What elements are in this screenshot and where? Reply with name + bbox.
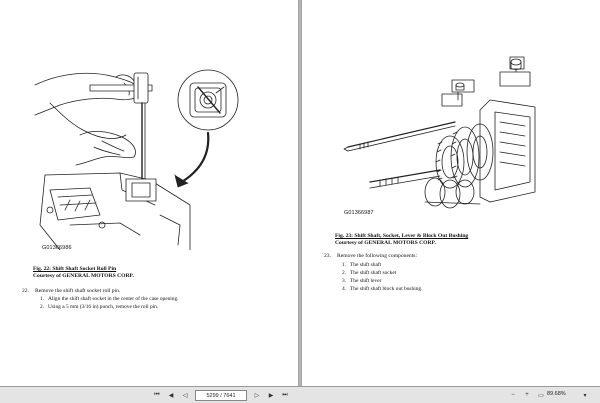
zoom-out-button[interactable]: − xyxy=(508,390,518,400)
substep-text: Using a 5 mm (3/16 in) punch, remove the… xyxy=(48,304,159,310)
page-indicator: 5299 / 7641 xyxy=(206,392,236,399)
page-number-field[interactable]: 5299 / 7641 xyxy=(195,390,247,401)
substep-number: 2. xyxy=(40,304,45,310)
figure-id: G01366987 xyxy=(344,210,374,216)
next-step-button[interactable]: ▷ xyxy=(252,390,262,400)
last-page-icon: ⏭ xyxy=(282,391,288,398)
prev-step-button[interactable]: ◁ xyxy=(180,390,190,400)
substep-number: 1. xyxy=(342,262,347,268)
viewer-status-bar: ⏮ ◀ ◁ 5299 / 7641 ▷ ▶ ⏭ − + ▭ 89.68% xyxy=(0,386,600,403)
substep-number: 2. xyxy=(342,270,347,276)
figure-caption-credit: Courtesy of GENERAL MOTORS CORP. xyxy=(33,273,134,279)
figure-caption: Fig. 22: Shift Shaft Socket Roll Pin Cou… xyxy=(33,266,283,280)
chevron-down-icon: ▾ xyxy=(583,392,587,399)
next-page-icon: ▶ xyxy=(268,392,274,399)
zoom-menu-button[interactable]: ▾ xyxy=(580,390,590,400)
substep-number: 1. xyxy=(40,296,45,302)
step-number: 22. xyxy=(22,288,29,294)
zoom-out-icon: − xyxy=(511,392,515,398)
figure-caption-title: Fig. 23: Shift Shaft, Socket, Lever & Bl… xyxy=(335,233,469,239)
document-page-right: G01366987 Fig. 23: Shift Shaft, Socket, … xyxy=(302,0,600,386)
substep-number: 4. xyxy=(342,286,347,292)
last-page-button[interactable]: ⏭ xyxy=(280,390,290,400)
step-text: Remove the shift shaft socket roll pin. xyxy=(35,288,121,294)
step-text: Remove the following components: xyxy=(337,253,418,259)
substep-text: The shift lever xyxy=(350,278,382,284)
document-page-left: G01366986 Fig. 22: Shift Shaft Socket Ro… xyxy=(0,0,298,386)
figure-caption-credit: Courtesy of GENERAL MOTORS CORP. xyxy=(335,240,436,246)
figure-id: G01366986 xyxy=(42,245,72,251)
prev-page-icon: ◀ xyxy=(168,392,174,399)
fit-icon: ▭ xyxy=(538,392,544,399)
first-page-button[interactable]: ⏮ xyxy=(152,390,162,400)
substep-text: Align the shift shaft socket in the cent… xyxy=(48,296,179,302)
zoom-level[interactable]: 89.68% xyxy=(547,391,566,397)
first-page-icon: ⏮ xyxy=(154,391,160,398)
substep-number: 3. xyxy=(342,278,347,284)
next-page-button[interactable]: ▶ xyxy=(266,390,276,400)
zoom-in-icon: + xyxy=(525,392,529,398)
substep-text: The shift shaft block out bushing. xyxy=(350,286,423,292)
prev-page-button[interactable]: ◀ xyxy=(166,390,176,400)
zoom-in-button[interactable]: + xyxy=(522,390,532,400)
shift-shaft-illustration xyxy=(343,56,536,209)
forward-icon: ▷ xyxy=(254,392,260,399)
roll-pin-illustration xyxy=(34,69,239,250)
back-icon: ◁ xyxy=(182,392,188,399)
step-number: 23. xyxy=(324,253,331,259)
fit-page-button[interactable]: ▭ xyxy=(536,390,546,400)
figure-caption: Fig. 23: Shift Shaft, Socket, Lever & Bl… xyxy=(335,233,590,247)
substep-text: The shift shaft xyxy=(350,262,382,268)
substep-text: The shift shaft socket xyxy=(350,270,397,276)
figure-caption-title: Fig. 22: Shift Shaft Socket Roll Pin xyxy=(33,266,117,272)
